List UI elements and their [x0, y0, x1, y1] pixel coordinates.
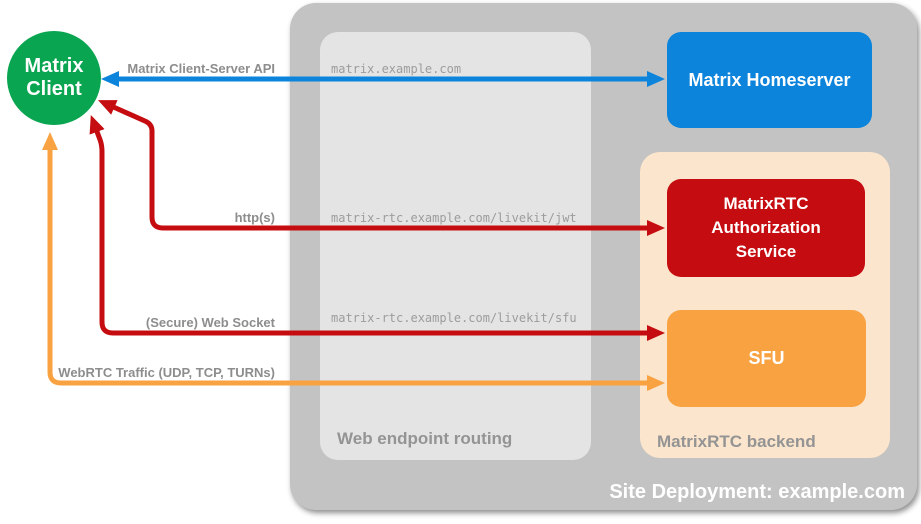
client-server-api-label: Matrix Client-Server API — [127, 61, 275, 76]
site-deployment-label: Site Deployment: example.com — [609, 481, 905, 503]
matrix-client-node: Matrix Client — [7, 31, 101, 125]
websocket-label: (Secure) Web Socket — [145, 315, 275, 330]
matrixrtc-backend-title: MatrixRTC backend — [657, 432, 816, 451]
endpoint-livekit-sfu: matrix-rtc.example.com/livekit/sfu — [331, 311, 577, 325]
https-label: http(s) — [234, 210, 275, 225]
matrix-client-label-line2: Client — [26, 78, 82, 100]
web-endpoint-routing-box — [320, 32, 591, 460]
sfu-node: SFU — [667, 310, 866, 407]
matrix-homeserver-node: Matrix Homeserver — [667, 32, 872, 128]
matrix-client-label-line1: Matrix — [24, 55, 84, 77]
endpoint-livekit-jwt: matrix-rtc.example.com/livekit/jwt — [331, 211, 577, 225]
webrtc-traffic-label: WebRTC Traffic (UDP, TCP, TURNs) — [58, 365, 275, 380]
matrixrtc-authorization-service-node: MatrixRTC Authorization Service — [667, 179, 865, 277]
web-endpoint-routing-title: Web endpoint routing — [337, 429, 513, 448]
endpoint-matrix-domain: matrix.example.com — [331, 62, 462, 76]
